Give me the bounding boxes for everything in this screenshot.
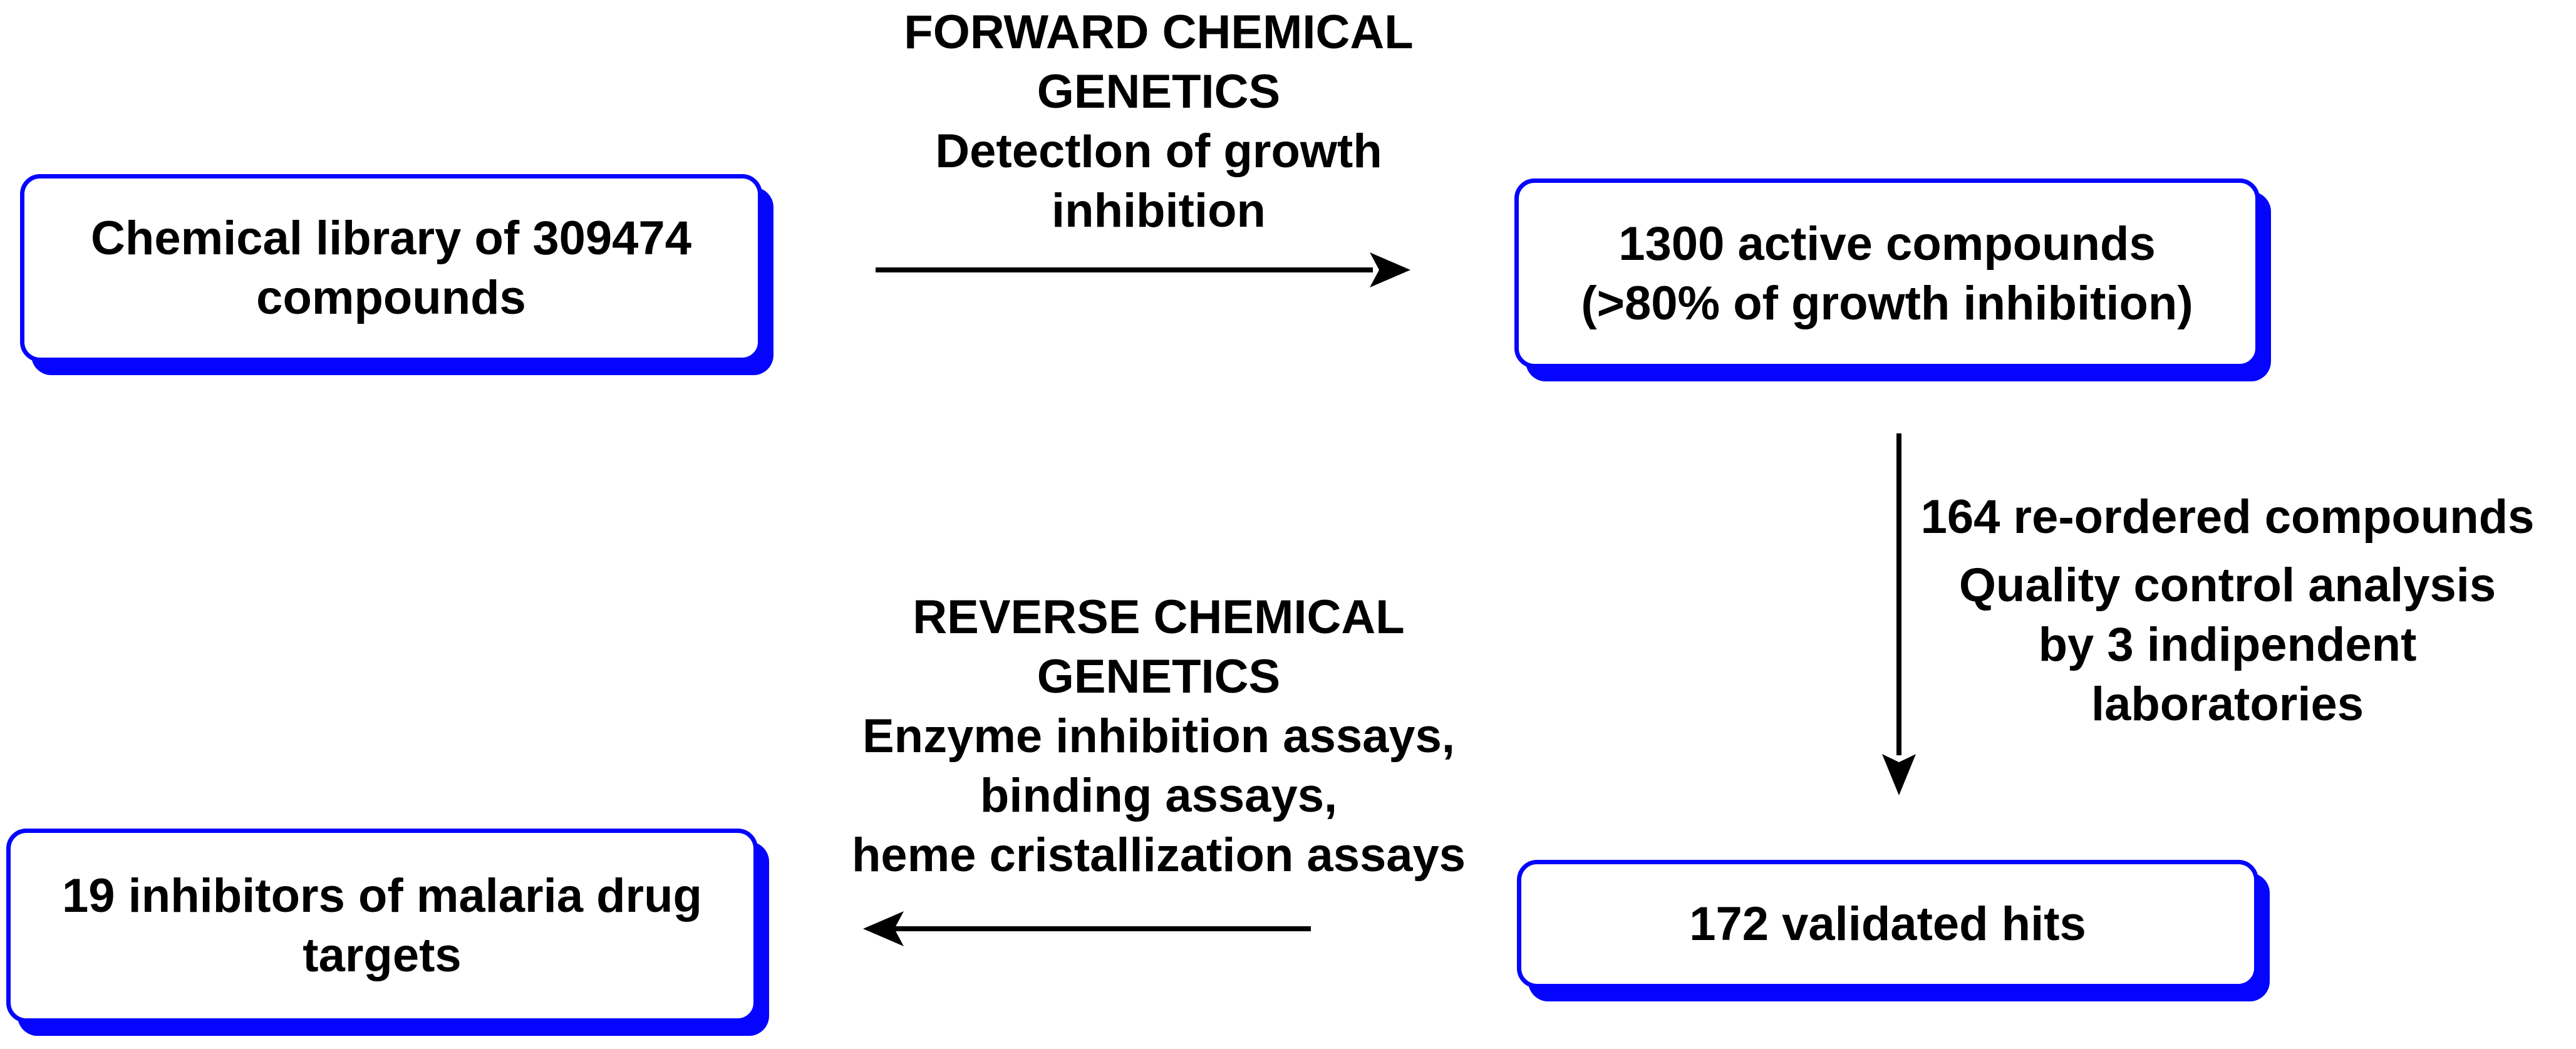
- box-malaria-inhibitors-line2: targets: [303, 929, 462, 982]
- box-chemical-library: Chemical library of 309474 compounds: [20, 174, 762, 362]
- reverse-genetics-annotation: REVERSE CHEMICAL GENETICS Enzyme inhibit…: [720, 587, 1597, 885]
- quality-control-annotation: 164 re-ordered compounds Quality control…: [1879, 487, 2576, 734]
- forward-genetics-title-line2: GENETICS: [1037, 65, 1281, 118]
- quality-control-line1: Quality control analysis: [1958, 559, 2496, 612]
- reverse-genetics-title-line2: GENETICS: [1037, 650, 1281, 703]
- box-chemical-library-line2: compounds: [256, 271, 526, 324]
- reverse-genetics-sub-line1: Enzyme inhibition assays,: [862, 710, 1456, 763]
- box-active-compounds-line2: (>80% of growth inhibition): [1581, 276, 2193, 330]
- forward-genetics-title-line1: FORWARD CHEMICAL: [904, 6, 1414, 59]
- quality-control-arrow-icon: [1875, 430, 1923, 799]
- reverse-genetics-sub-line2: binding assays,: [980, 769, 1338, 822]
- box-active-compounds-line1: 1300 active compounds: [1618, 217, 2156, 271]
- box-active-compounds: 1300 active compounds (>80% of growth in…: [1514, 178, 2260, 368]
- quality-control-line2: by 3 indipendent: [2038, 618, 2417, 671]
- box-malaria-inhibitors: 19 inhibitors of malaria drug targets: [6, 829, 758, 1023]
- reverse-genetics-title-line1: REVERSE CHEMICAL: [913, 591, 1405, 644]
- forward-genetics-sub-line1: DetectIon of growth: [935, 125, 1382, 178]
- reverse-genetics-sub-line3: heme cristallization assays: [851, 829, 1466, 882]
- quality-control-lines: Quality control analysis by 3 indipenden…: [1879, 556, 2576, 734]
- quality-control-line3: laboratories: [2091, 678, 2364, 731]
- box-chemical-library-line1: Chemical library of 309474: [91, 212, 691, 265]
- box-validated-hits-line1: 172 validated hits: [1689, 897, 2086, 951]
- forward-arrow-icon: [871, 248, 1415, 292]
- reverse-arrow-icon: [857, 907, 1320, 951]
- reordered-compounds-label: 164 re-ordered compounds: [1920, 490, 2535, 544]
- box-validated-hits: 172 validated hits: [1517, 860, 2258, 988]
- box-malaria-inhibitors-line1: 19 inhibitors of malaria drug: [62, 869, 702, 922]
- forward-genetics-annotation: FORWARD CHEMICAL GENETICS DetectIon of g…: [720, 3, 1597, 240]
- forward-genetics-sub-line2: inhibition: [1052, 184, 1266, 237]
